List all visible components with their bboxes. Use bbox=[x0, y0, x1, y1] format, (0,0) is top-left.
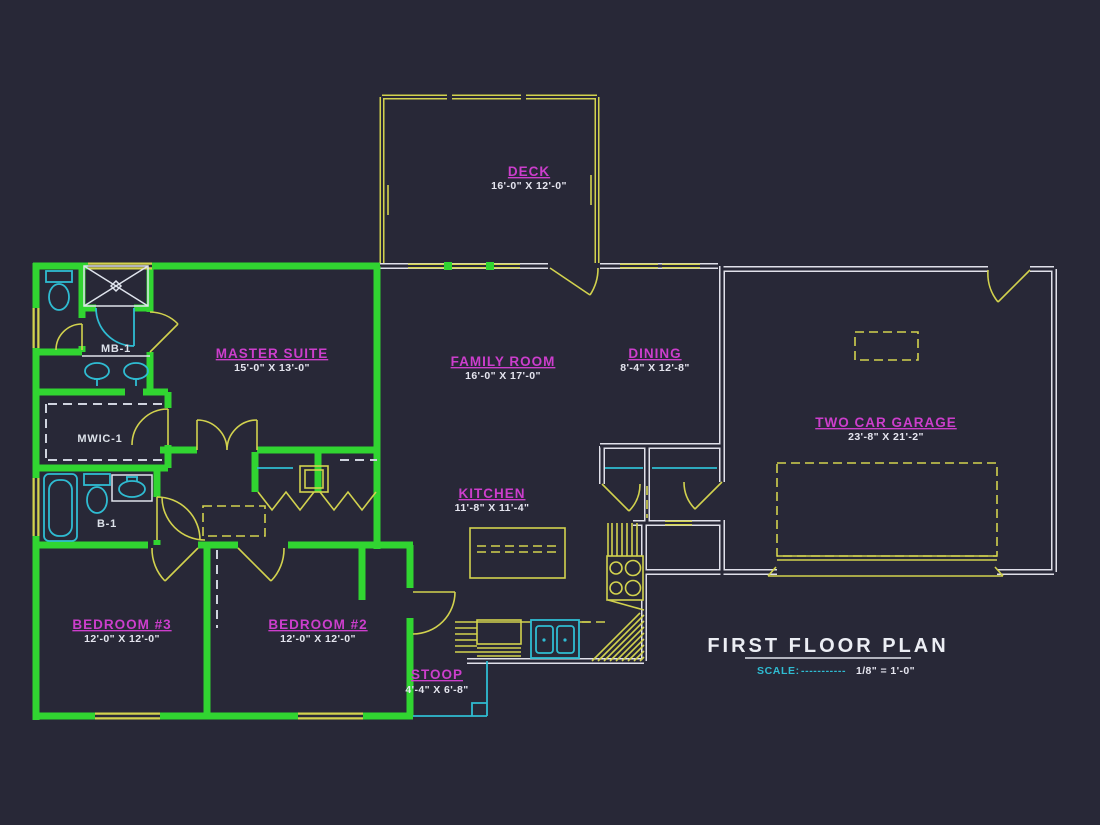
water-closet-toilet bbox=[45, 270, 73, 311]
room-label-family-room: FAMILY ROOM bbox=[451, 354, 556, 369]
scale-label: SCALE: bbox=[757, 665, 800, 677]
room-label-master-suite: MASTER SUITE bbox=[216, 346, 329, 361]
shower-stall bbox=[83, 265, 149, 307]
windows-white-walls bbox=[408, 262, 700, 526]
shower-door-arc bbox=[95, 307, 135, 347]
closet-shelf-dashes bbox=[45, 403, 377, 628]
room-label-stoop: STOOP bbox=[411, 667, 463, 682]
deck-outline bbox=[379, 92, 600, 263]
stoop-outline bbox=[413, 661, 488, 717]
label-bath2: B-1 bbox=[97, 518, 117, 530]
bath2-fixtures bbox=[43, 473, 153, 542]
kitchen-sink bbox=[530, 619, 580, 659]
label-master-closet: MWIC-1 bbox=[77, 433, 122, 445]
room-dims-stoop: 4'-4" X 6'-8" bbox=[405, 684, 468, 696]
room-dims-garage: 23'-8" X 21'-2" bbox=[848, 431, 924, 443]
room-dims-dining: 8'-4" X 12'-8" bbox=[620, 362, 690, 374]
kitchen-counters bbox=[455, 523, 645, 662]
master-vanity bbox=[82, 355, 150, 386]
room-dims-deck: 16'-0" X 12'-0" bbox=[491, 180, 567, 192]
room-label-kitchen: KITCHEN bbox=[459, 486, 526, 501]
title-block: FIRST FLOOR PLAN SCALE: ----------- 1/8"… bbox=[707, 635, 948, 677]
closet-fittings bbox=[202, 465, 329, 537]
room-dims-master-suite: 15'-0" X 13'-0" bbox=[234, 362, 310, 374]
room-label-bedroom3: BEDROOM #3 bbox=[72, 617, 171, 632]
kitchen-island bbox=[469, 527, 566, 579]
room-dims-bedroom2: 12'-0" X 12'-0" bbox=[280, 633, 356, 645]
garage-details bbox=[767, 331, 1004, 577]
scale-value: 1/8" = 1'-0" bbox=[856, 665, 915, 677]
stove bbox=[606, 555, 644, 601]
room-labels: DECK 16'-0" X 12'-0" MASTER SUITE 15'-0"… bbox=[72, 164, 957, 696]
sheet-title: FIRST FLOOR PLAN bbox=[707, 635, 948, 657]
room-label-garage: TWO CAR GARAGE bbox=[815, 415, 957, 430]
walls-green bbox=[32, 262, 414, 720]
room-label-deck: DECK bbox=[508, 164, 550, 179]
room-dims-family-room: 16'-0" X 17'-0" bbox=[465, 370, 541, 382]
doors bbox=[55, 267, 1031, 635]
room-dims-kitchen: 11'-8" X 11'-4" bbox=[455, 502, 530, 514]
room-label-bedroom2: BEDROOM #2 bbox=[268, 617, 367, 632]
scale-dashes: ----------- bbox=[801, 665, 846, 677]
room-label-dining: DINING bbox=[628, 346, 681, 361]
room-dims-bedroom3: 12'-0" X 12'-0" bbox=[84, 633, 160, 645]
label-master-bath: MB-1 bbox=[101, 343, 131, 355]
